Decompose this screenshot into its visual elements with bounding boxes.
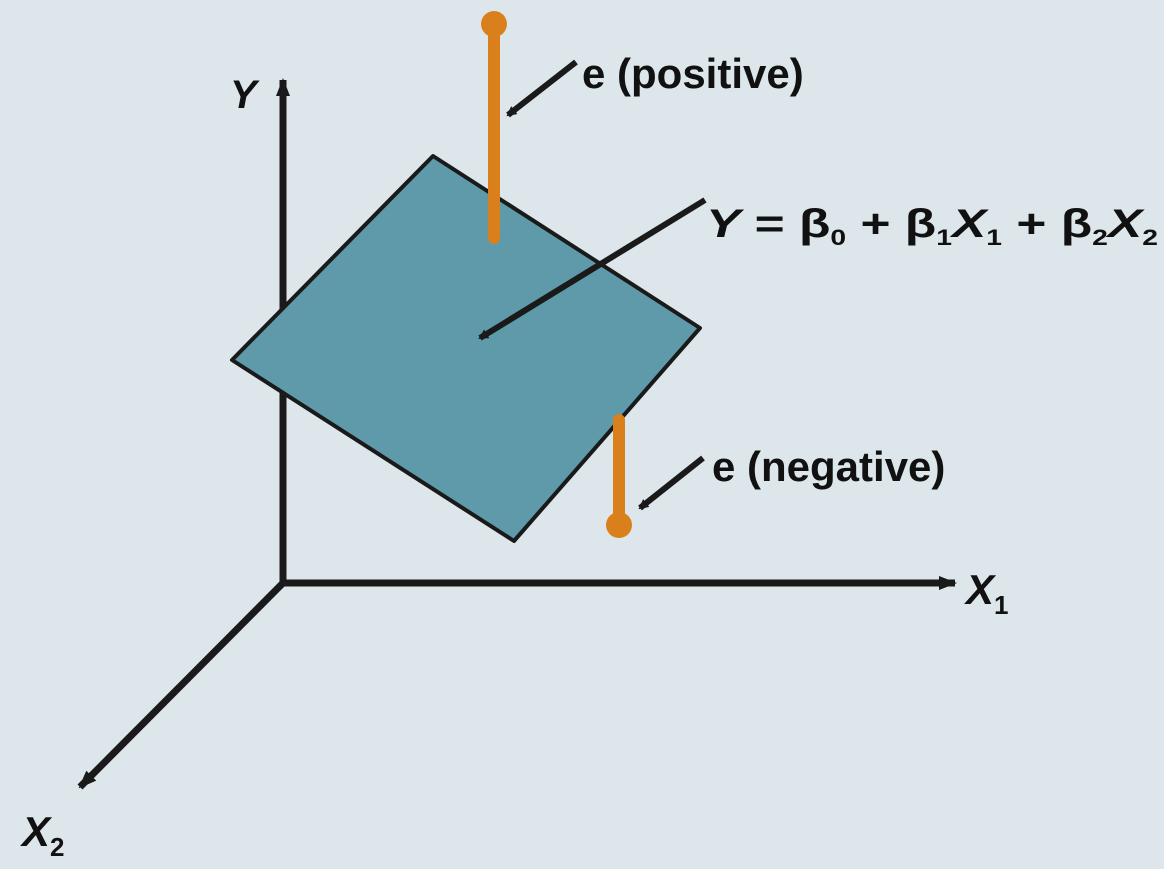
eq-equals: = xyxy=(755,202,785,246)
x1-axis-name: X xyxy=(964,566,997,613)
eq-x2-sub: 2 xyxy=(1142,225,1158,250)
eq-x1: X xyxy=(949,202,989,246)
negative-label-arrow xyxy=(638,455,705,511)
negative-residual-label: e (negative) xyxy=(712,443,945,490)
x2-axis-name: X xyxy=(20,808,53,855)
x1-axis-label: X1 xyxy=(964,566,1008,620)
equation-arrow xyxy=(478,197,707,341)
eq-beta-2-sub: 2 xyxy=(1092,225,1108,250)
eq-beta-1-sub: 1 xyxy=(936,225,952,250)
eq-beta-1: β xyxy=(905,202,936,246)
eq-beta-0: β xyxy=(799,202,830,246)
x2-axis-label: X2 xyxy=(20,808,64,862)
x2-axis xyxy=(77,580,286,790)
positive-label-arrow xyxy=(506,59,578,118)
eq-x2: X xyxy=(1105,202,1145,246)
eq-beta-2: β xyxy=(1061,202,1092,246)
positive-residual-label: e (positive) xyxy=(582,50,804,97)
eq-x1-sub: 1 xyxy=(986,225,1002,250)
x1-axis-subscript: 1 xyxy=(994,590,1008,620)
eq-beta-0-sub: 0 xyxy=(830,225,846,250)
eq-lhs: Y xyxy=(706,202,745,246)
eq-plus-2: + xyxy=(1016,202,1046,246)
eq-plus-1: + xyxy=(860,202,890,246)
x2-axis-subscript: 2 xyxy=(50,832,64,862)
positive-residual-point xyxy=(481,11,507,37)
negative-residual-point xyxy=(606,512,632,538)
y-axis-label: Y xyxy=(230,73,260,117)
regression-plane xyxy=(230,154,702,543)
